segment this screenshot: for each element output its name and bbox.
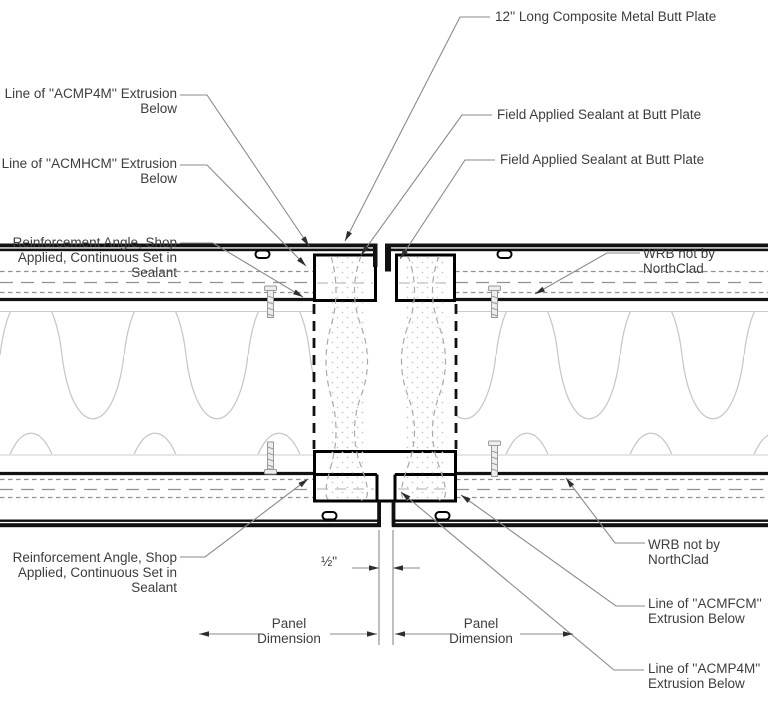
leader-acmp4m-bottom (400, 491, 644, 671)
bottom-joint-return-leg-left (377, 501, 381, 527)
clip-oval (434, 511, 451, 521)
panel-faces (0, 243, 768, 528)
label-acmfcm-bottom: Line of ''ACMFCM'' Extrusion Below (648, 596, 762, 626)
label-wrb-bottom: WRB not by NorthClad (648, 537, 721, 567)
leader-acmp4m-top (180, 94, 310, 247)
label-reinforcement-bottom: Reinforcement Angle, Shop Applied, Conti… (12, 550, 177, 595)
top-joint-return-leg-right (385, 244, 391, 272)
top-face-inner (385, 248, 768, 252)
bottom-joint-return-leg-right (391, 501, 396, 527)
bottom-face-outer (392, 523, 768, 528)
leader-reinforcement-top (180, 242, 304, 298)
label-panel-dimension-right: Panel Dimension (449, 616, 513, 646)
bottom-face-outer (0, 523, 381, 528)
bottom-panel (0, 471, 768, 499)
label-field-sealant-1: Field Applied Sealant at Butt Plate (497, 107, 702, 122)
bottom-face-inner (0, 519, 381, 522)
fastener-screw (264, 441, 277, 475)
top-face-outer (0, 243, 378, 248)
label-panel-dimension-left: Panel Dimension (257, 616, 321, 646)
label-wrb-top: WRB not by NorthClad (643, 246, 716, 276)
sealant-stipple-left (328, 257, 366, 500)
dimension-lines (199, 530, 573, 645)
fastener-screw (264, 285, 277, 318)
label-joint-gap-dim: ½" (320, 554, 338, 569)
label-butt-plate: 12'' Long Composite Metal Butt Plate (495, 9, 717, 24)
clip-oval (254, 249, 271, 259)
joint-assembly (312, 253, 458, 503)
sealant-stipple-right (405, 257, 447, 500)
leader-field-sealant-1 (360, 114, 492, 256)
top-joint-return-leg-left (373, 244, 378, 267)
leader-wrb-top (534, 252, 640, 295)
label-reinforcement-top: Reinforcement Angle, Shop Applied, Conti… (12, 235, 177, 280)
top-face-outer (385, 243, 768, 248)
leader-butt-plate (344, 16, 490, 242)
leader-acmhcm-top (180, 164, 307, 267)
clip-oval (321, 511, 338, 521)
leader-lines (180, 16, 645, 671)
label-acmhcm-top: Line of ''ACMHCM'' Extrusion Below (1, 156, 177, 186)
top-face-inner (0, 248, 378, 252)
fastener-screw (488, 285, 501, 318)
clip-oval (496, 249, 513, 259)
label-acmp4m-bottom: Line of ''ACMP4M'' Extrusion Below (648, 661, 761, 691)
extrusion-clips (254, 249, 513, 521)
top-panel (0, 270, 768, 302)
label-acmp4m-top: Line of ''ACMP4M'' Extrusion Below (4, 86, 177, 116)
leader-wrb-bottom (565, 477, 645, 544)
fasteners (264, 285, 501, 477)
leader-reinforcement-bottom (180, 478, 309, 558)
label-field-sealant-2: Field Applied Sealant at Butt Plate (500, 152, 705, 167)
leader-field-sealant-2 (399, 159, 495, 260)
fastener-screw (488, 440, 501, 477)
bottom-face-inner (392, 519, 768, 522)
leader-acmfcm-bottom (460, 494, 645, 607)
sealant-wavy-line (325, 255, 337, 501)
